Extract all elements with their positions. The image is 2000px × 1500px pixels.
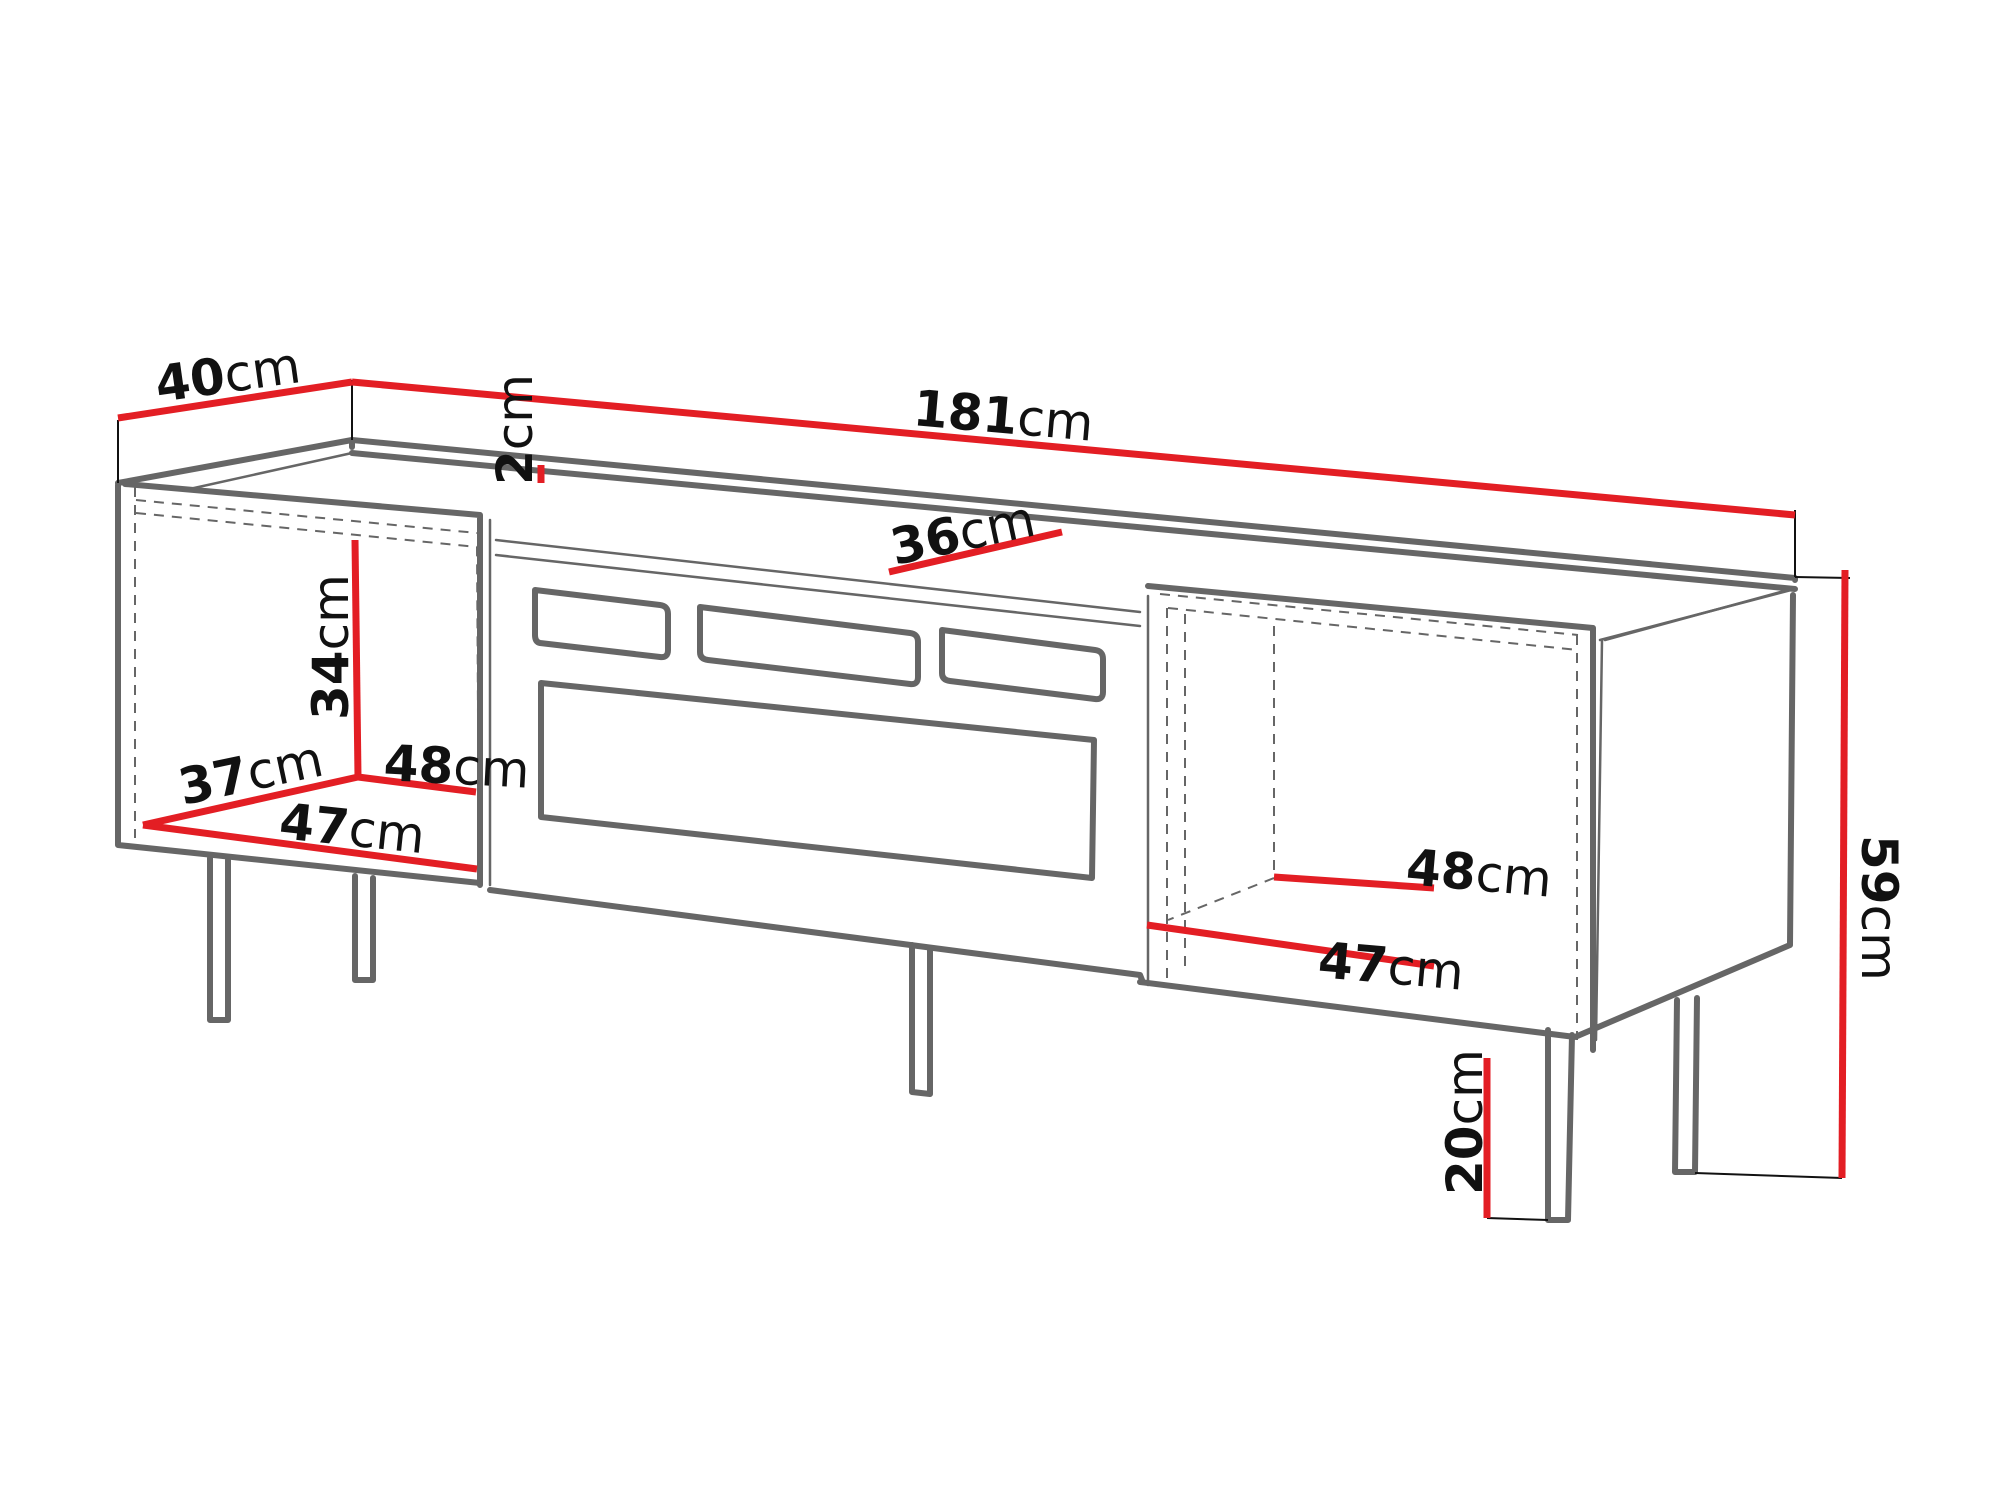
dim-line-left-back-width	[357, 773, 477, 796]
dimension-lines	[117, 378, 1849, 1218]
dim-line-right-front-width	[1146, 921, 1435, 970]
label-left-inner-depth: 37cm	[173, 730, 328, 817]
dim-line-depth	[117, 378, 353, 422]
label-inner-depth-mid: 36cm	[885, 490, 1040, 577]
dim-line-total-height	[1838, 569, 1849, 1179]
cabinet-outline	[115, 437, 1798, 1223]
dim-line-left-depth	[142, 773, 359, 829]
label-depth: 40cm	[152, 336, 304, 414]
dim-line-left-front-width	[142, 821, 478, 873]
label-left-inner-height: 34cm	[302, 574, 360, 720]
label-right-front-width: 47cm	[1316, 931, 1466, 1001]
dim-line-right-back-width	[1273, 873, 1435, 892]
extension-lines	[117, 380, 1851, 1221]
label-leg-height: 20cm	[1436, 1049, 1494, 1195]
label-width: 181cm	[911, 379, 1096, 453]
label-top-thickness: 2cm	[486, 374, 544, 485]
dim-line-width	[351, 378, 1796, 519]
label-total-height: 59cm	[1850, 835, 1908, 981]
dim-line-inner-depth-mid	[888, 528, 1063, 576]
dim-line-left-height	[351, 539, 362, 778]
label-left-front-width: 47cm	[277, 792, 428, 865]
label-right-back-width: 48cm	[1404, 838, 1554, 908]
label-left-back-width: 48cm	[382, 734, 531, 800]
